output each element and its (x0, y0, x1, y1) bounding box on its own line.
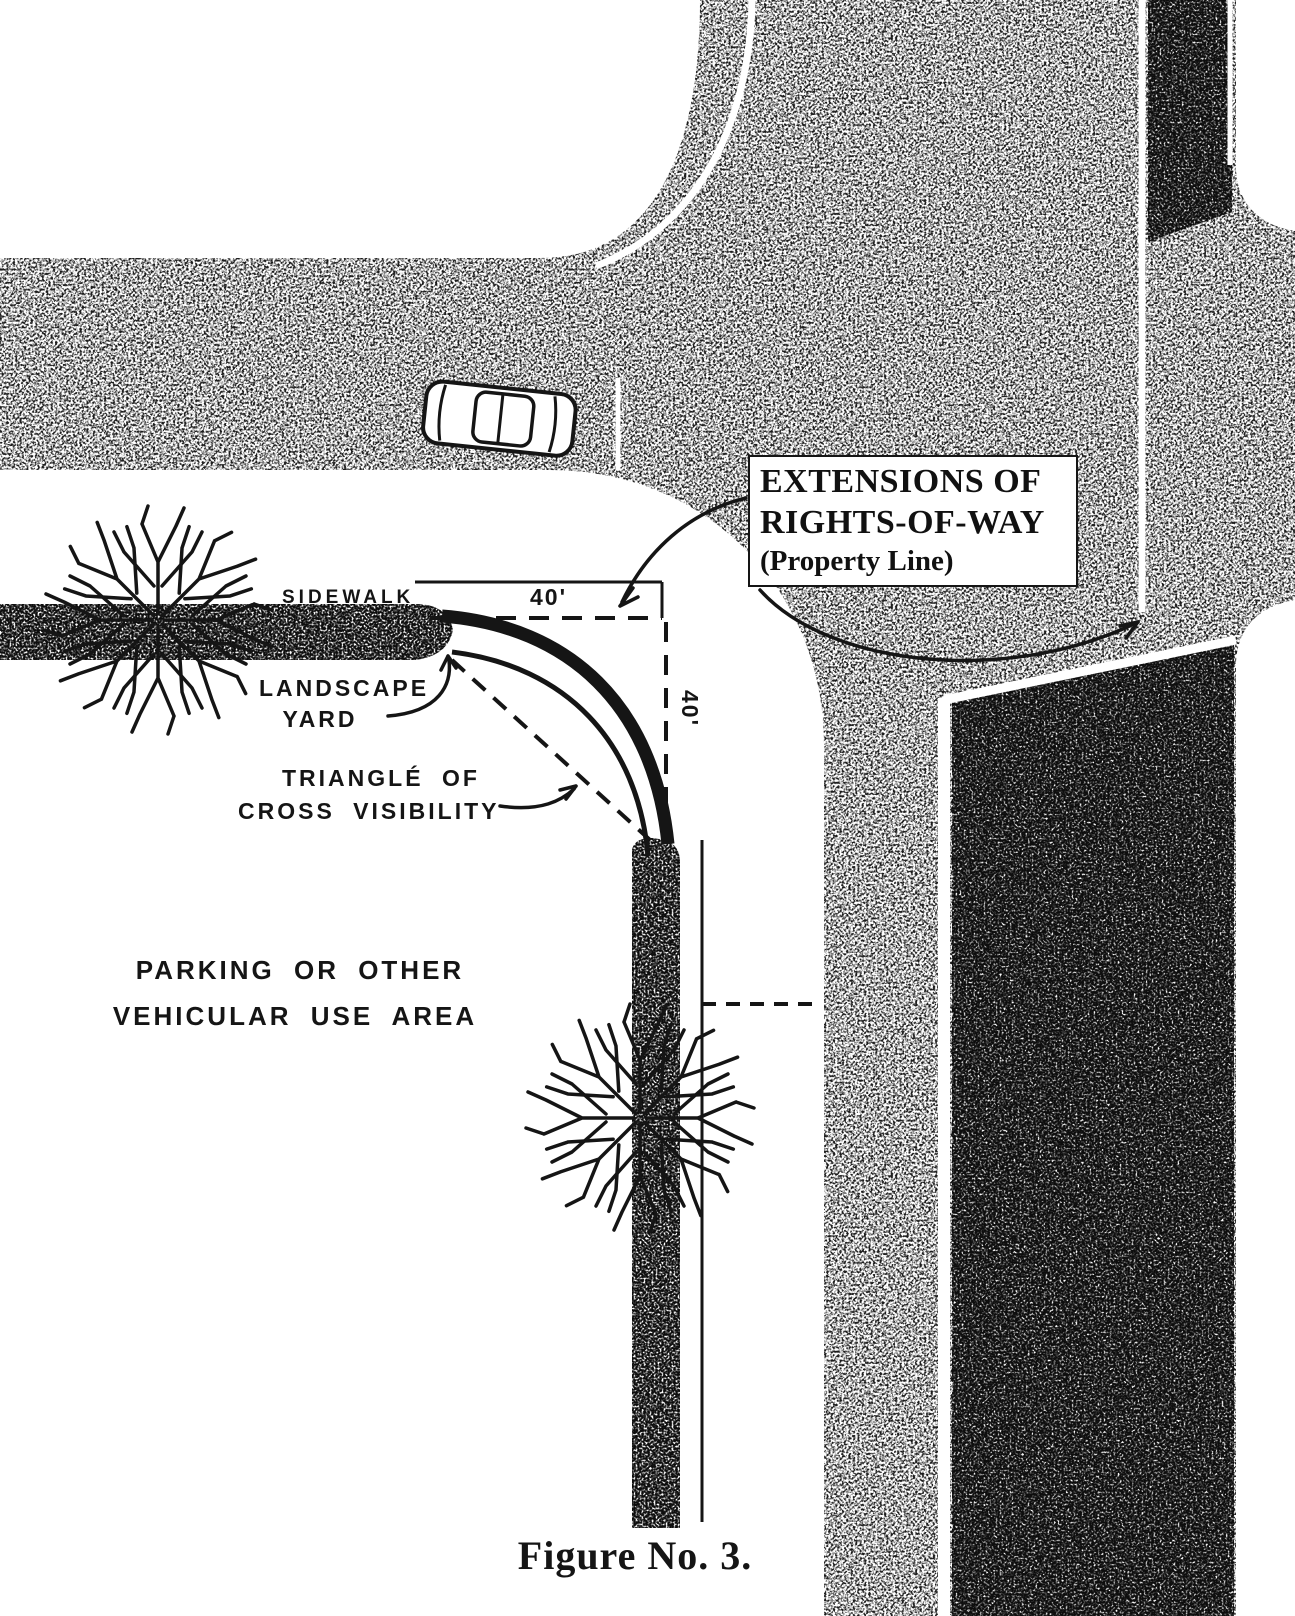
callout-line1: EXTENSIONS OF (760, 463, 1042, 500)
visibility-triangle-hypotenuse (450, 658, 652, 842)
north-road-dark-band (1148, 0, 1232, 242)
leader-landscape-yard (386, 654, 458, 718)
parking-area-label-line1: PARKING OR OTHER (135, 955, 465, 985)
extensions-callout-box: EXTENSIONS OF RIGHTS-OF-WAY (Property Li… (748, 455, 1078, 588)
dimension-40ft-horizontal: 40' (530, 584, 568, 610)
leader-extensions-left (618, 496, 748, 608)
landscape-strip-west (0, 604, 453, 660)
leader-extensions-right (758, 588, 1140, 663)
curb-lines (594, 0, 1237, 1616)
sidewalk-label: SIDEWALK (282, 587, 415, 608)
car-icon (421, 379, 578, 458)
curb-return-arc (441, 609, 675, 857)
landscape-yard-label-line2: YARD (282, 706, 358, 732)
dimension-40ft-vertical: 40' (677, 690, 703, 728)
figure-caption: Figure No. 3. (517, 1533, 753, 1578)
leader-cross-visibility (498, 784, 578, 810)
landscape-yard-label-line1: LANDSCAPE (258, 675, 430, 701)
callout-line2: RIGHTS-OF-WAY (760, 503, 1045, 541)
sidewalk-edge-lines (415, 580, 704, 1522)
cross-visibility-label-line2: CROSS VISIBILITY (238, 798, 500, 824)
callout-line3: (Property Line) (760, 544, 954, 577)
landscape-strip-south (632, 838, 680, 1528)
cross-visibility-label-line1: TRIANGLÉ OF (282, 765, 480, 791)
parking-area-label-line2: VEHICULAR USE AREA (112, 1001, 478, 1031)
leader-arrows (386, 496, 1140, 810)
south-road-dark-band (952, 642, 1234, 1616)
